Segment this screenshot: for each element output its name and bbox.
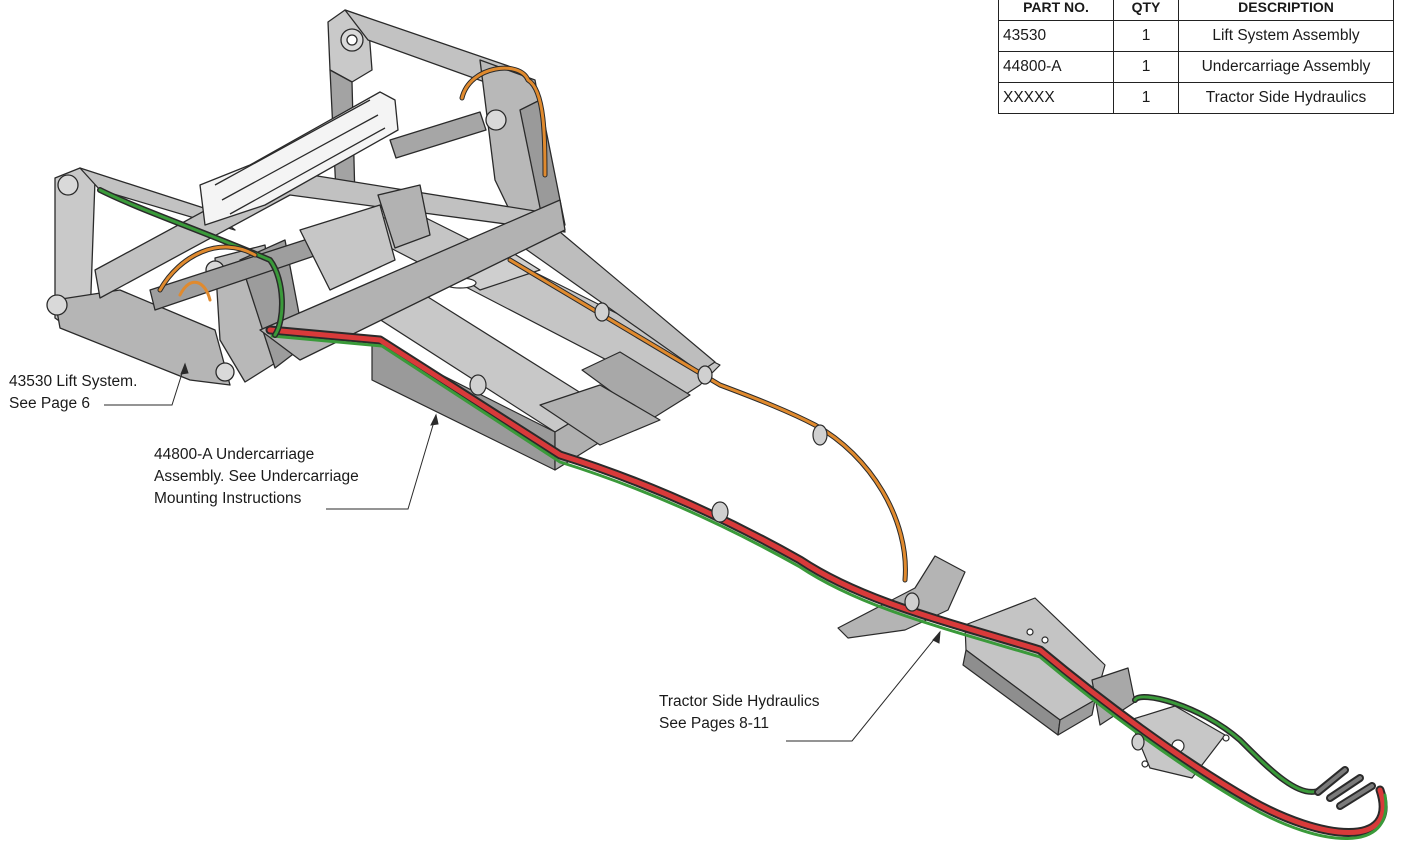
header-qty: QTY — [1113, 0, 1179, 21]
description-cell: Lift System Assembly — [1178, 20, 1394, 52]
header-description: DESCRIPTION — [1178, 0, 1394, 21]
callout-undercarriage-line1: 44800-A Undercarriage — [154, 446, 315, 463]
parts-table-header-row: PART NO. QTY DESCRIPTION — [998, 0, 1394, 21]
qty-cell: 1 — [1113, 51, 1179, 83]
callout-tractor-hydraulics-line2: See Pages 8-11 — [659, 715, 770, 732]
hose-clamps — [469, 302, 1145, 751]
qty-cell: 1 — [1113, 20, 1179, 52]
leader-lines — [104, 362, 941, 742]
part-no-cell: 43530 — [998, 20, 1114, 52]
hydraulic-hoses — [97, 65, 1388, 840]
description-cell: Undercarriage Assembly — [1178, 51, 1394, 83]
lift-frame — [46, 9, 566, 386]
callout-tractor-hydraulics-line1: Tractor Side Hydraulics — [659, 693, 820, 710]
part-no-cell: XXXXX — [998, 82, 1114, 114]
callout-lift-system-line2: See Page 6 — [9, 395, 91, 412]
undercarriage-frame — [351, 209, 721, 471]
table-row: XXXXX 1 Tractor Side Hydraulics — [998, 82, 1394, 114]
callout-undercarriage-line3: Mounting Instructions — [154, 490, 302, 507]
callout-lift-system: 43530 Lift System. See Page 6 — [9, 371, 137, 415]
description-cell: Tractor Side Hydraulics — [1178, 82, 1394, 114]
callout-tractor-hydraulics: Tractor Side Hydraulics See Pages 8-11 — [659, 691, 820, 735]
callout-undercarriage-line2: Assembly. See Undercarriage — [154, 468, 359, 485]
qty-cell: 1 — [1113, 82, 1179, 114]
parts-table: PART NO. QTY DESCRIPTION 43530 1 Lift Sy… — [998, 0, 1394, 114]
table-row: 43530 1 Lift System Assembly — [998, 20, 1394, 52]
header-part-no: PART NO. — [998, 0, 1114, 21]
callout-undercarriage: 44800-A Undercarriage Assembly. See Unde… — [154, 444, 359, 510]
part-no-cell: 44800-A — [998, 51, 1114, 83]
callout-lift-system-line1: 43530 Lift System. — [9, 373, 138, 390]
tractor-side-bracket — [837, 555, 1230, 779]
table-row: 44800-A 1 Undercarriage Assembly — [998, 51, 1394, 83]
